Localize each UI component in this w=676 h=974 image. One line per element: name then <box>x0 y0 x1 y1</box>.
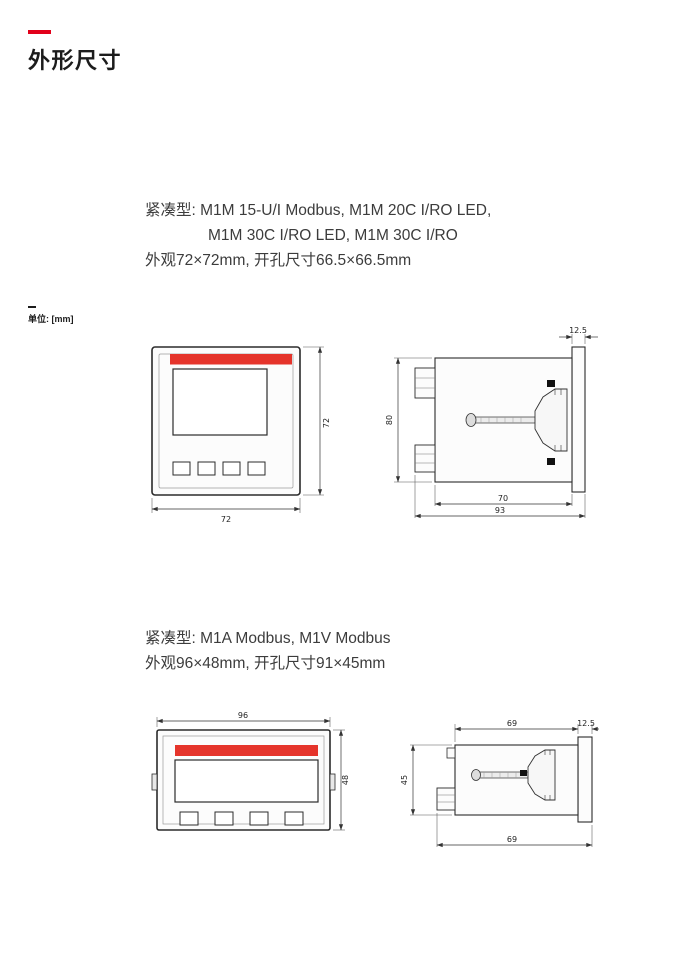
dimension-lines <box>394 334 598 519</box>
dim-side1-body-depth: 70 <box>498 494 508 503</box>
dimension-lines <box>156 717 345 831</box>
meter-button <box>222 461 241 476</box>
meter-front-72 <box>151 346 301 496</box>
unit-label: 单位: [mm] <box>28 306 74 325</box>
terminal-block <box>436 787 456 811</box>
section2-description: 紧凑型: M1A Modbus, M1V Modbus 外观96×48mm, 开… <box>145 626 391 676</box>
section1-line1: 紧凑型: M1M 15-U/I Modbus, M1M 20C I/RO LED… <box>145 202 492 219</box>
side-clip-right <box>329 773 336 791</box>
dim-side2-flange: 12.5 <box>577 719 595 728</box>
mounting-clamp <box>465 380 568 465</box>
dim-side2-total-depth: 69 <box>507 835 517 844</box>
dim-front1-height: 72 <box>322 418 331 428</box>
meter-button <box>284 811 304 826</box>
drawing1-side-view: 12.5 80 70 93 <box>385 326 598 519</box>
dimension-lines <box>410 724 599 848</box>
page-title: 外形尺寸 <box>28 48 123 73</box>
clamp-bracket <box>534 388 568 452</box>
clamp-bracket <box>527 749 556 801</box>
side-clip-left <box>151 773 158 791</box>
drawing2-side-view: 69 12.5 45 69 <box>400 719 599 848</box>
meter-button <box>197 461 216 476</box>
dim-front2-width: 96 <box>238 711 248 720</box>
meter-red-bar <box>170 354 292 365</box>
drawing2-front-view: 96 48 <box>151 711 350 831</box>
title-accent-dash <box>28 30 51 34</box>
meter-buttons <box>172 461 266 476</box>
meter-display <box>172 368 268 436</box>
dimension-lines <box>151 346 324 513</box>
meter-inner-frame <box>162 735 325 825</box>
clamp-marker-top <box>547 380 555 387</box>
dim-side2-body-depth: 69 <box>507 719 517 728</box>
meter-button <box>172 461 191 476</box>
section2-line1: 紧凑型: M1A Modbus, M1V Modbus <box>145 630 391 647</box>
section1-line2: M1M 30C I/RO LED, M1M 30C I/RO <box>208 227 458 244</box>
terminal-block-bottom <box>414 444 436 473</box>
dim-side2-height: 45 <box>400 775 409 785</box>
dim-front1-width: 72 <box>221 515 231 524</box>
meter-button <box>247 461 266 476</box>
clamp-screw-head <box>471 769 481 781</box>
meter-button <box>179 811 199 826</box>
section1-description: 紧凑型: M1M 15-U/I Modbus, M1M 20C I/RO LED… <box>145 198 491 273</box>
meter-side-96x48 <box>436 736 593 823</box>
panel-flange <box>571 346 586 493</box>
meter-red-bar <box>175 745 318 756</box>
unit-text: 单位: [mm] <box>28 314 74 324</box>
dim-side1-flange: 12.5 <box>569 326 587 335</box>
section1-line3: 外观72×72mm, 开孔尺寸66.5×66.5mm <box>145 252 412 269</box>
panel-flange <box>577 736 593 823</box>
clamp-marker <box>520 770 527 776</box>
unit-dash <box>28 306 36 308</box>
terminal-block-top <box>414 367 436 399</box>
meter-side-72 <box>414 346 586 493</box>
meter-button <box>249 811 269 826</box>
dim-side1-total-depth: 93 <box>495 506 505 515</box>
top-tab <box>446 747 456 759</box>
meter-buttons <box>179 811 304 826</box>
dim-side1-height: 80 <box>385 415 394 425</box>
drawing1-front-view: 72 72 <box>151 346 331 524</box>
meter-front-96x48 <box>151 729 336 831</box>
clamp-marker-bottom <box>547 458 555 465</box>
mounting-clamp <box>471 749 556 801</box>
meter-display <box>174 759 319 803</box>
clamp-screw-shaft <box>472 416 536 424</box>
dim-front2-height: 48 <box>341 775 350 785</box>
clamp-screw-head <box>465 413 477 427</box>
meter-button <box>214 811 234 826</box>
section2-line2: 外观96×48mm, 开孔尺寸91×45mm <box>145 655 386 672</box>
